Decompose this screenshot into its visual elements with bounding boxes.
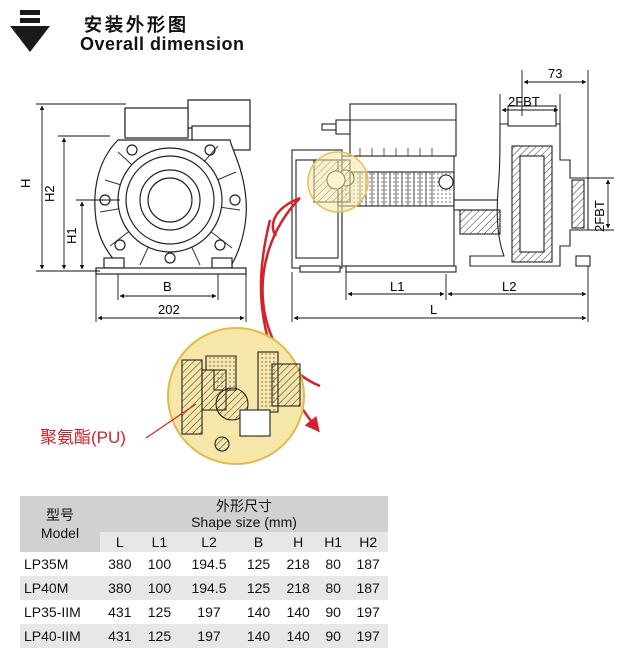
model-cell: LP35-IIM [24,604,81,620]
dim-h2-label: H2 [42,185,57,202]
dim-2fbt-top-label: 2FBT [508,94,540,109]
value-cell: 100 [147,556,172,572]
column-header: H1 [317,532,349,552]
value-cell: 90 [317,624,349,648]
dim-202-label: 202 [158,302,180,317]
shape-header-cn: 外形尺寸 [216,498,272,514]
shape-header-en: Shape size (mm) [191,514,297,530]
value-cell: 125 [246,556,271,572]
side-dimensions [291,70,614,322]
value-cell: 80 [317,576,349,600]
front-dimensions [36,103,247,322]
table-row: LP40M 380 100 194.5 125 218 80 187 [20,576,388,600]
value-cell: 100 [139,576,180,600]
value-cell: 140 [278,624,318,648]
value-cell: 218 [286,556,310,572]
column-header: L1 [139,532,180,552]
model-cell: LP35M [24,556,69,572]
seal-highlight [307,151,369,213]
value-cell: 197 [179,624,239,648]
column-header: H2 [348,532,388,552]
value-cell: 431 [108,604,132,620]
dim-b-label: B [163,279,172,294]
shape-size-table: 型号 Model 外形尺寸 Shape size (mm) L L1 L2 B … [20,496,388,648]
value-cell: 187 [356,556,380,572]
model-header: 型号 Model [20,496,100,552]
technical-drawing: H H2 H1 B 202 [18,66,614,465]
front-view [94,99,251,275]
value-cell: 218 [278,576,318,600]
table-row: LP35M 380 100 194.5 125 218 80 187 [20,552,388,576]
model-cell: LP40M [20,576,100,600]
dim-l-label: L [430,302,437,317]
value-cell: 140 [246,604,271,620]
pu-label: 聚氨酯(PU) [40,428,126,447]
column-header: L2 [179,532,239,552]
value-cell: 140 [286,604,310,620]
column-header: H [278,532,318,552]
model-cell: LP40-IIM [20,624,100,648]
value-cell: 90 [325,604,341,620]
column-header: B [238,532,279,552]
down-arrow-icon [10,10,50,52]
value-cell: 187 [348,576,388,600]
value-cell: 197 [348,624,388,648]
value-cell: 380 [100,576,140,600]
title-chinese: 安装外形图 [84,15,189,36]
model-header-cn: 型号 [46,507,74,523]
dim-2fbt-side-label: 2FBT [592,200,607,232]
dim-h-label: H [18,179,33,188]
value-cell: 194.5 [179,576,239,600]
value-cell: 80 [325,556,341,572]
dim-l2-label: L2 [502,279,516,294]
value-cell: 431 [100,624,140,648]
pu-leader-line [145,403,197,439]
value-cell: 140 [238,624,279,648]
column-header: L [100,532,140,552]
dim-73-label: 73 [548,66,562,81]
value-cell: 380 [108,556,132,572]
table-row: LP40-IIM 431 125 197 140 140 90 197 [20,624,388,648]
table-row: LP35-IIM 431 125 197 140 140 90 197 [20,600,388,624]
dim-h1-label: H1 [64,227,79,244]
value-cell: 125 [238,576,279,600]
value-cell: 125 [139,624,180,648]
value-cell: 125 [147,604,172,620]
value-cell: 197 [356,604,380,620]
dim-l1-label: L1 [390,279,404,294]
seal-detail-view [167,327,305,465]
shape-header: 外形尺寸 Shape size (mm) [100,496,388,532]
value-cell: 197 [197,604,221,620]
title-english: Overall dimension [80,34,245,54]
model-header-en: Model [40,525,80,541]
value-cell: 194.5 [191,556,227,572]
